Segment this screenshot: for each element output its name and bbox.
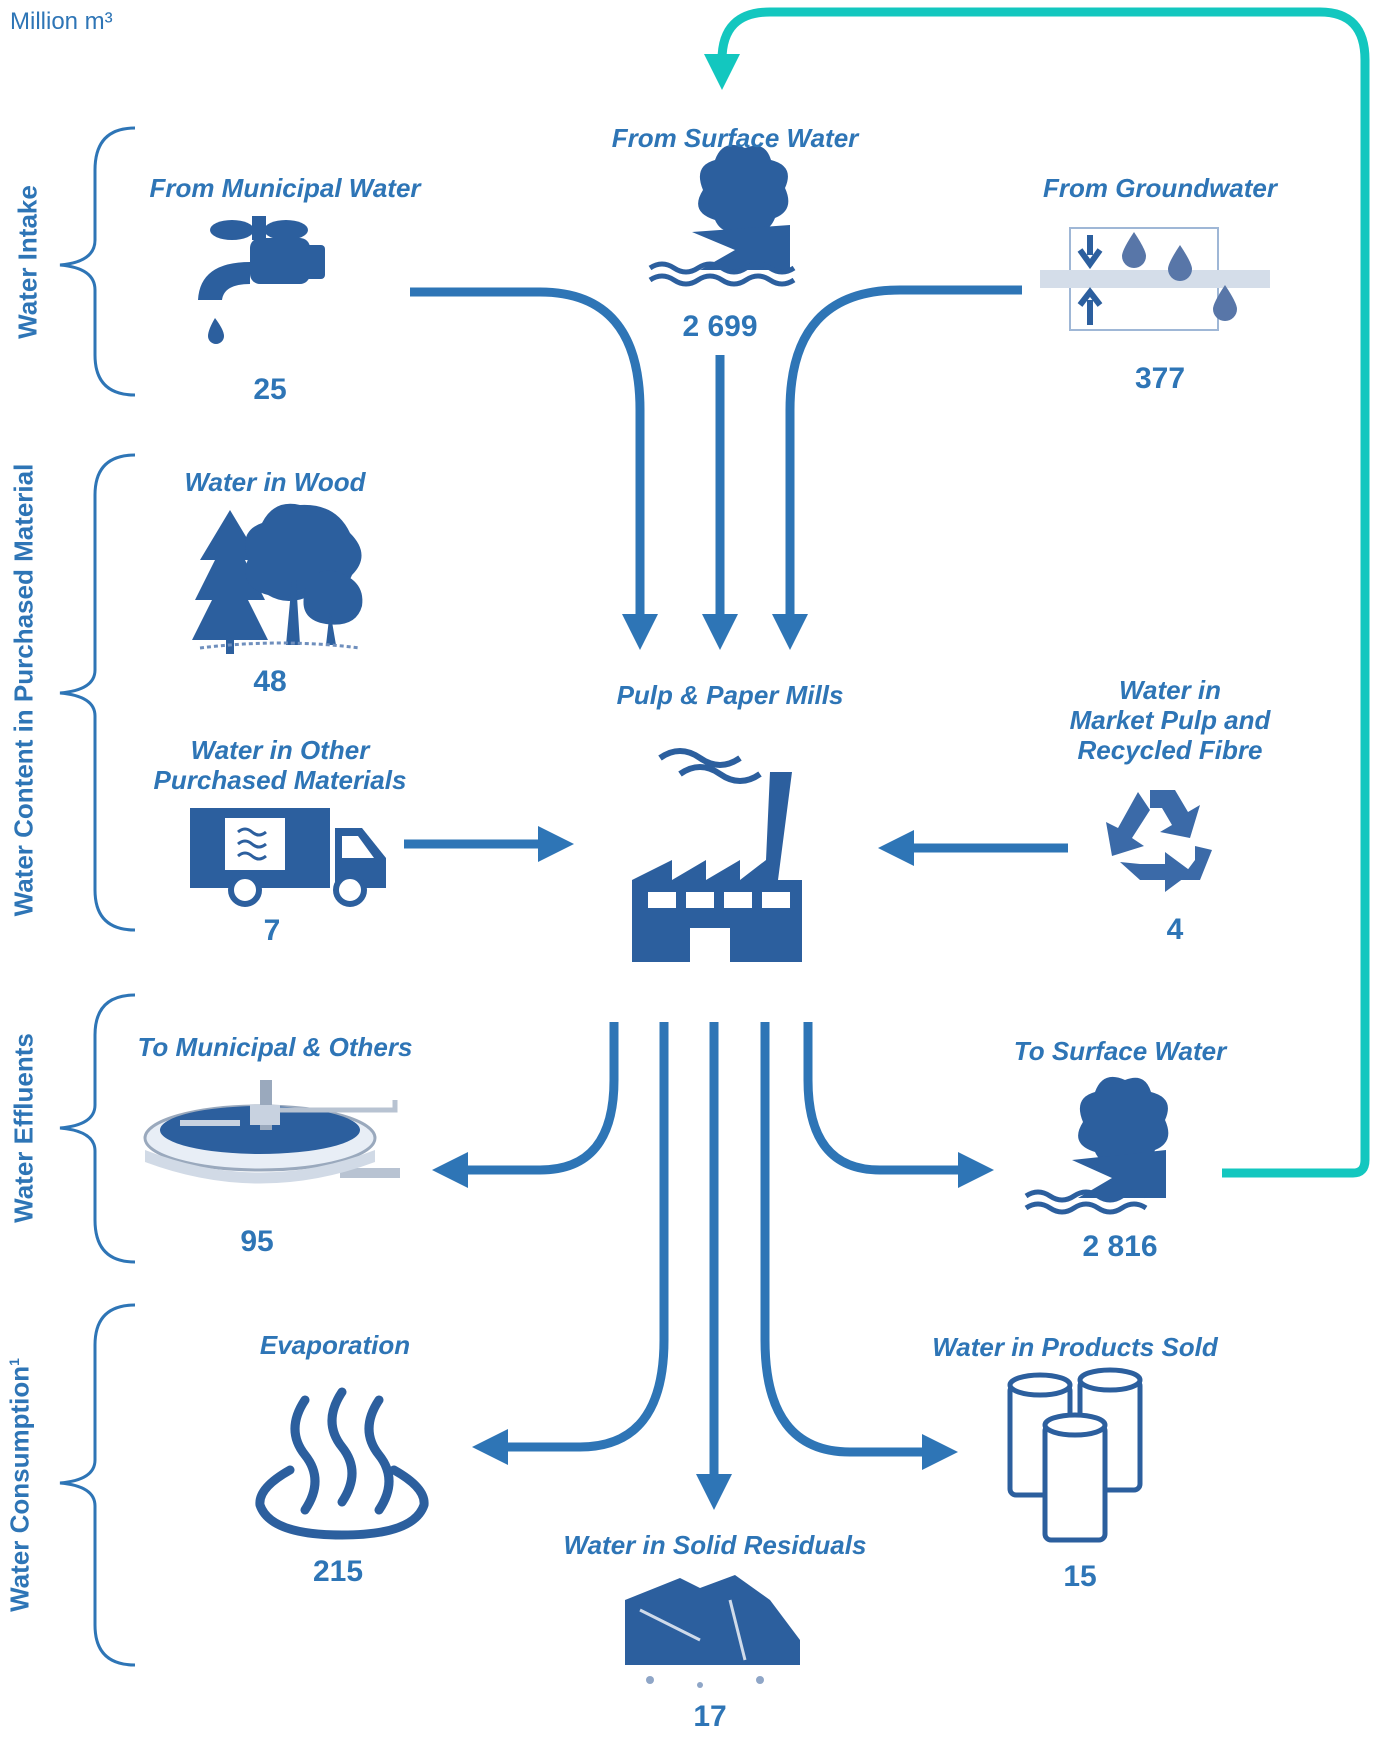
arrow-groundwater-in (772, 285, 1022, 650)
value-other-purchased: 7 (263, 914, 281, 947)
label-municipal-in: From Municipal Water (149, 173, 421, 203)
value-surface-out: 2 816 (1082, 1230, 1158, 1263)
arrow-municipal-out (432, 1022, 619, 1188)
group-label-consumption-text: Water Consumption (4, 1365, 35, 1612)
group-label-effluents: Water Effluents (8, 1033, 39, 1223)
label-market-pulp-line2: Market Pulp and (1069, 705, 1271, 735)
group-label-purchased: Water Content in Purchased Material (8, 463, 39, 917)
truck-icon (190, 808, 386, 907)
bracket-intake (59, 126, 136, 397)
label-other-purchased: Water in Other Purchased Materials (140, 735, 420, 795)
label-municipal-out: To Municipal & Others (137, 1032, 413, 1062)
footnote-mark: 1 (5, 1358, 22, 1366)
arrow-municipal-in (410, 287, 658, 650)
label-other-purchased-line2: Purchased Materials (153, 765, 407, 795)
label-market-pulp-line3: Recycled Fibre (1077, 735, 1263, 765)
river-tree-icon (648, 144, 796, 287)
bracket-consumption (59, 1303, 136, 1667)
value-groundwater: 377 (1134, 362, 1186, 395)
label-market-pulp: Water in Market Pulp and Recycled Fibre (1040, 675, 1300, 765)
label-surface-in: From Surface Water (611, 123, 859, 153)
label-solid-residuals: Water in Solid Residuals (563, 1530, 867, 1560)
bracket-effluents (59, 993, 136, 1264)
label-evaporation: Evaporation (259, 1330, 411, 1360)
faucet-icon (198, 216, 325, 344)
value-surface-in: 2 699 (682, 310, 758, 343)
value-wood: 48 (253, 665, 287, 698)
recycle-icon (1106, 790, 1212, 892)
label-wood: Water in Wood (184, 467, 366, 497)
groundwater-icon (1040, 227, 1270, 331)
group-label-consumption: Water Consumption1 (5, 1358, 36, 1612)
label-market-pulp-line1: Water in (1118, 675, 1222, 705)
forest-icon (192, 503, 363, 654)
arrow-loop-return (704, 7, 1370, 1178)
value-municipal-out: 95 (240, 1225, 274, 1258)
bracket-purchased (59, 453, 136, 932)
label-surface-out: To Surface Water (1013, 1036, 1227, 1066)
rocks-icon (625, 1575, 800, 1688)
paper-rolls-icon (1007, 1367, 1143, 1543)
label-mills: Pulp & Paper Mills (616, 680, 844, 710)
value-evaporation: 215 (312, 1555, 364, 1588)
label-other-purchased-line1: Water in Other (190, 735, 370, 765)
value-solid-residuals: 17 (693, 1700, 727, 1733)
value-market-pulp: 4 (1166, 913, 1184, 946)
factory-icon (632, 748, 802, 962)
arrow-surface-out (803, 1022, 994, 1188)
value-municipal-in: 25 (253, 373, 287, 406)
label-groundwater: From Groundwater (1042, 173, 1277, 203)
arrow-products-sold (760, 1022, 958, 1470)
treatment-plant-icon (143, 1080, 400, 1184)
river-tree-icon (1024, 1076, 1169, 1215)
arrow-evaporation (472, 1022, 669, 1465)
steam-icon (255, 1387, 429, 1540)
group-label-intake: Water Intake (12, 185, 43, 339)
unit-label: Million m³ (10, 8, 113, 35)
label-products-sold: Water in Products Sold (932, 1332, 1218, 1362)
value-products-sold: 15 (1063, 1560, 1097, 1593)
